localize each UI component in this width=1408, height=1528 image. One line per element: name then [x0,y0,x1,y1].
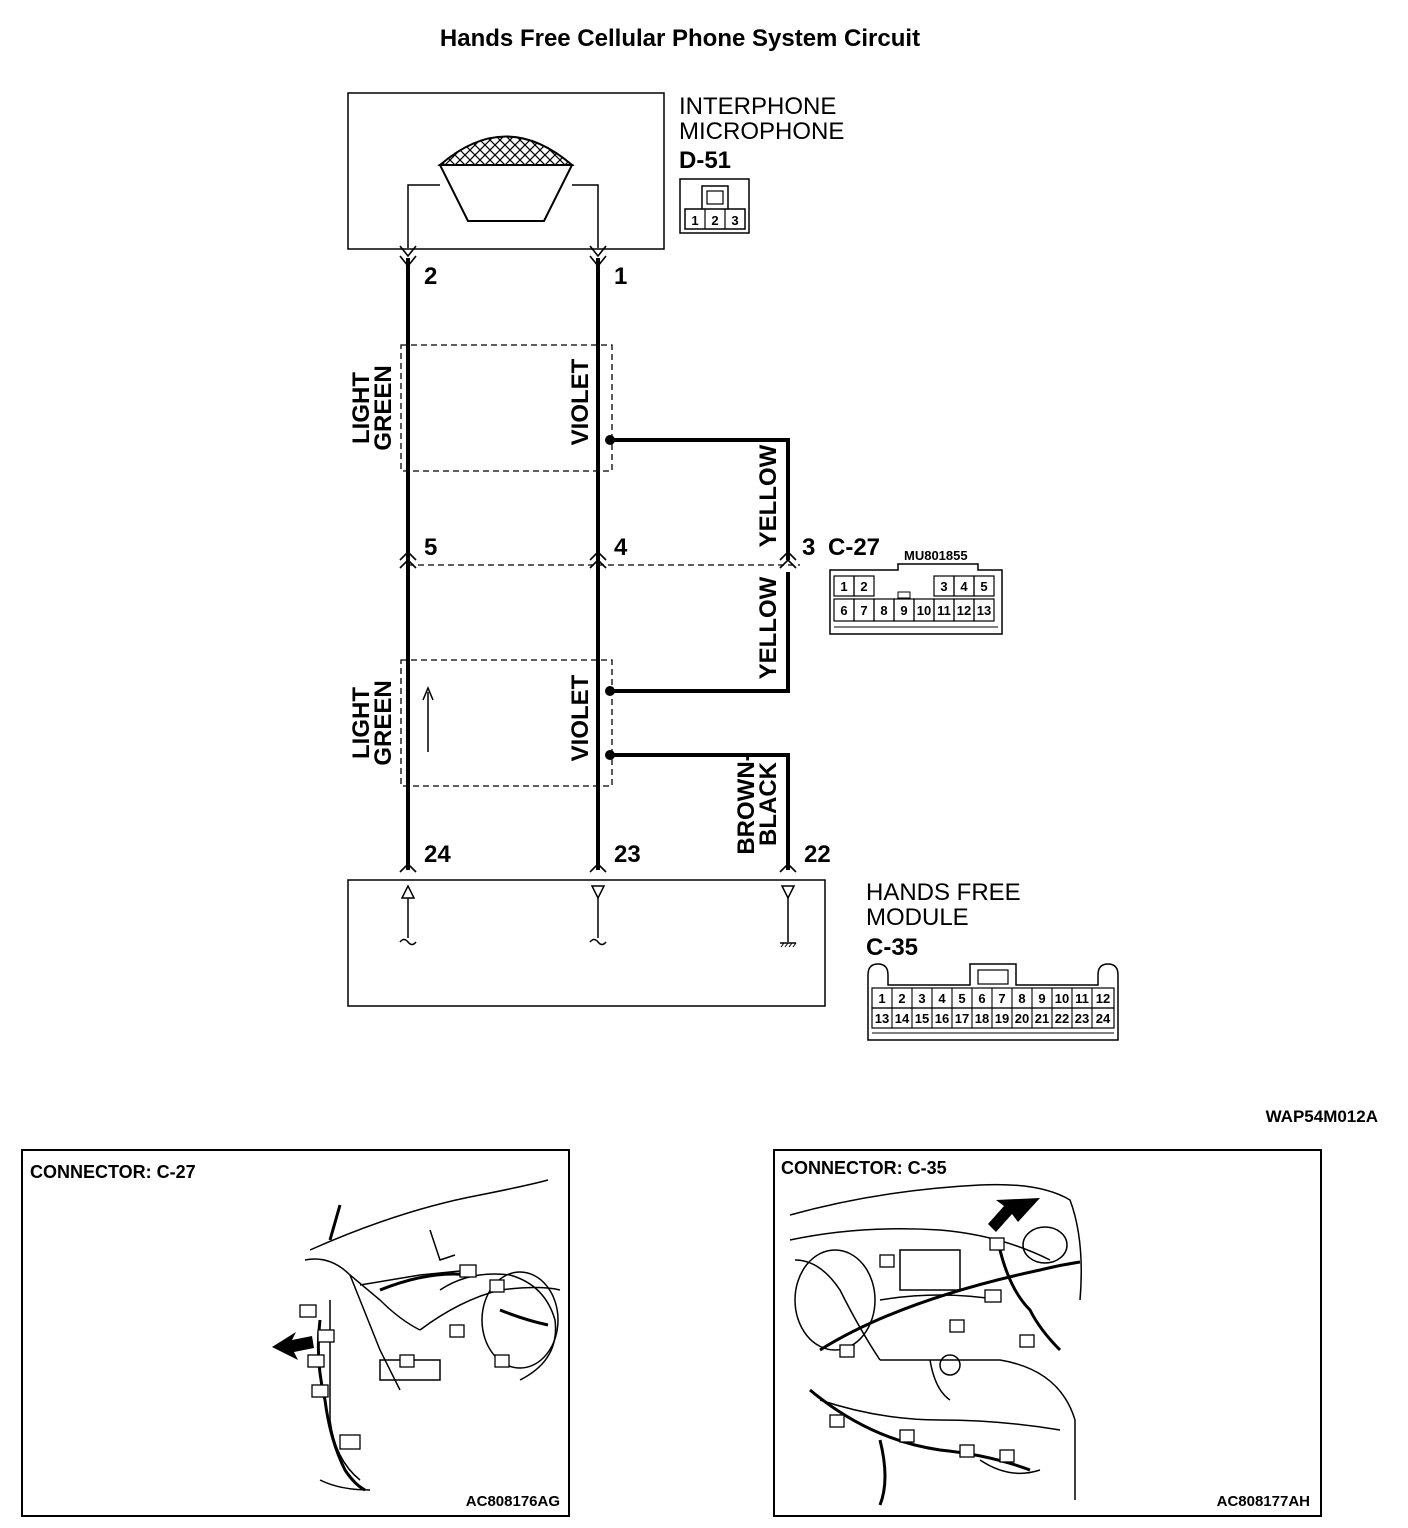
connector-view-code: AC808177AH [1217,1493,1310,1510]
c35-pin: 7 [998,991,1005,1006]
wire-label: GREEN [370,365,397,450]
c27-pin: 2 [860,579,867,594]
c35-pin: 2 [898,991,905,1006]
c27-connector-id: C-27 [828,534,880,561]
c27-pin: 12 [957,603,971,618]
c27-pin: 7 [860,603,867,618]
c35-pin-row-top: 1 2 3 4 5 6 7 8 9 10 11 12 [878,991,1110,1006]
module-component [347,879,826,1007]
module-name-line2: MODULE [866,904,969,931]
c35-pin: 18 [975,1011,989,1026]
c35-pin: 19 [995,1011,1009,1026]
microphone-name-line2: MICROPHONE [679,118,844,145]
terminal-number: 24 [424,841,451,868]
terminal-number: 3 [802,534,815,561]
terminal-number: 2 [424,263,437,290]
c35-pin: 11 [1075,991,1089,1006]
c35-pin: 1 [878,991,885,1006]
connector-view-c35 [773,1149,1322,1517]
c35-pin-row-bottom: 13 14 15 16 17 18 19 20 21 22 23 24 [875,1011,1111,1026]
terminal-number: 1 [614,263,627,290]
c35-pin: 3 [918,991,925,1006]
terminal-number: 4 [614,534,628,561]
location-arrow-icon [988,1198,1040,1232]
microphone-component [347,92,665,250]
c35-pin: 21 [1035,1011,1049,1026]
c35-pin: 8 [1018,991,1025,1006]
c35-connector-face [867,963,1119,1041]
wire-label: VIOLET [567,358,594,445]
connector-view-c27 [21,1149,570,1517]
c27-part-number: MU801855 [904,548,968,563]
wire-label: BLACK [755,761,782,846]
c35-pin: 5 [958,991,965,1006]
c27-pin: 4 [960,579,968,594]
c35-pin: 20 [1015,1011,1029,1026]
connector-chevron-icons [399,245,797,873]
c27-pin: 1 [840,579,847,594]
c35-pin: 12 [1096,991,1110,1006]
c35-pin: 16 [935,1011,949,1026]
wire-label: YELLOW [755,444,782,547]
wire-label: LIGHT [348,687,375,759]
c35-pin: 10 [1055,991,1069,1006]
c27-pin: 10 [917,603,931,618]
connector-view-title: CONNECTOR: C-27 [30,1162,196,1182]
c35-pin: 9 [1038,991,1045,1006]
c27-pin: 6 [840,603,847,618]
terminal-number: 23 [614,841,641,868]
c27-pin: 9 [900,603,907,618]
signal-arrow-icon [422,686,434,752]
microphone-name-line1: INTERPHONE [679,93,836,120]
c35-pin: 22 [1055,1011,1069,1026]
terminal-number: 5 [424,534,437,561]
wire-label: GREEN [370,680,397,765]
c35-pin: 4 [938,991,946,1006]
c35-pin: 24 [1096,1011,1111,1026]
terminal-number: 22 [804,841,831,868]
c35-pin: 14 [895,1011,910,1026]
shield-box-lower [400,659,613,787]
shield-box-upper [400,344,613,472]
c27-connector-face [829,563,1003,635]
c27-pin: 8 [880,603,887,618]
c35-pin: 13 [875,1011,889,1026]
module-connector-id: C-35 [866,934,918,961]
module-name-line1: HANDS FREE [866,879,1021,906]
wire-label: YELLOW [755,576,782,679]
wire-label: VIOLET [567,674,594,761]
c35-pin: 17 [955,1011,969,1026]
connector-view-title: CONNECTOR: C-35 [781,1158,947,1178]
connector-view-code: AC808176AG [466,1493,560,1510]
c27-pin: 5 [980,579,987,594]
figure-code: WAP54M012A [1266,1107,1378,1126]
c35-pin: 6 [978,991,985,1006]
d51-pin: 2 [711,213,718,228]
d51-connector-face [679,178,750,234]
c27-pin: 11 [937,603,951,618]
diagram-title: Hands Free Cellular Phone System Circuit [440,25,920,52]
location-arrow-icon [272,1332,314,1360]
c27-pin: 3 [940,579,947,594]
c35-pin: 15 [915,1011,929,1026]
microphone-connector-id: D-51 [679,147,731,174]
d51-pin: 1 [691,213,698,228]
c35-pin: 23 [1075,1011,1089,1026]
wire-label: BROWN- [733,753,760,854]
c27-pin: 13 [977,603,991,618]
d51-pin: 3 [731,213,738,228]
wire-label: LIGHT [348,372,375,444]
